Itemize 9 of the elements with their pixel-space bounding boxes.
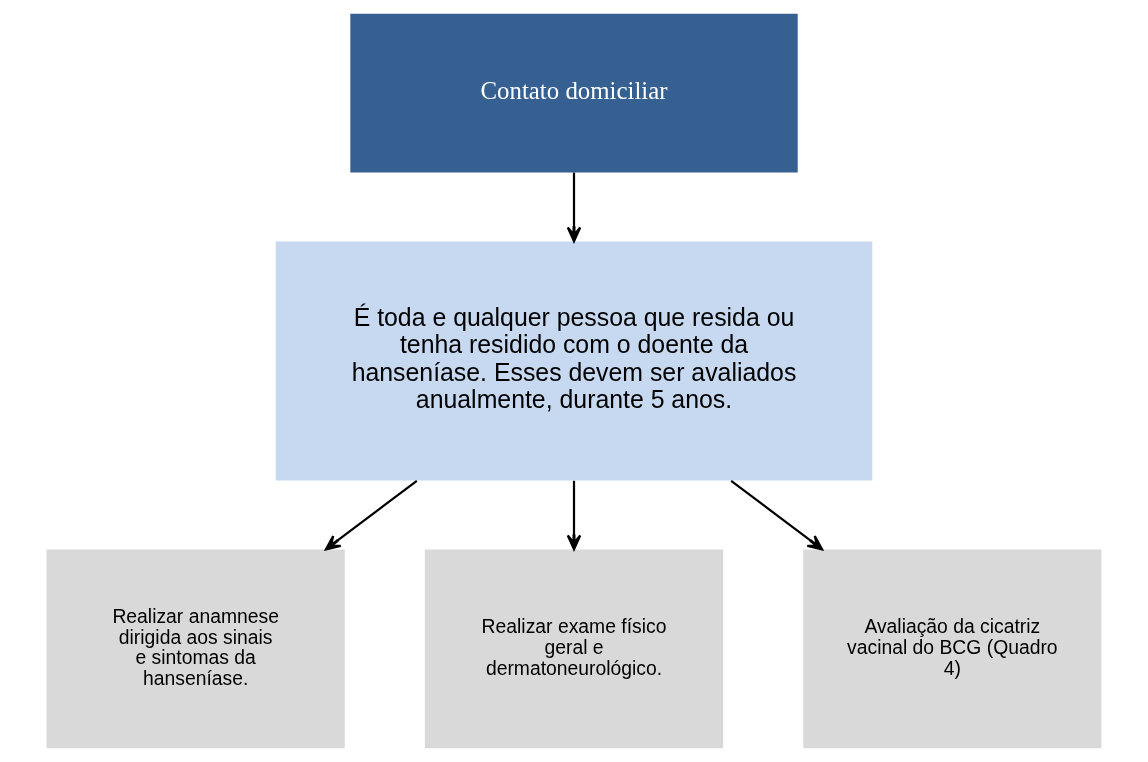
node-box: Contato domiciliar [350,13,798,173]
node-box: Realizar exame físico geral e dermatoneurológico. [424,549,724,749]
node-box: É toda e qualquer pessoa que resida ou tenha residido com o doente da hanseníase. Esses devem ser avaliados anualmente, durante 5 anos. [275,241,873,481]
node-box: Realizar anamnese dirigida aos sinais e sintomas da hanseníase. [46,549,345,749]
arrow [730,479,824,551]
arrow [566,480,582,551]
node-box: Avaliação da cicatriz vacinal do BCG (Quadro 4) [803,549,1102,749]
arrow [324,479,418,551]
arrow [566,172,582,243]
